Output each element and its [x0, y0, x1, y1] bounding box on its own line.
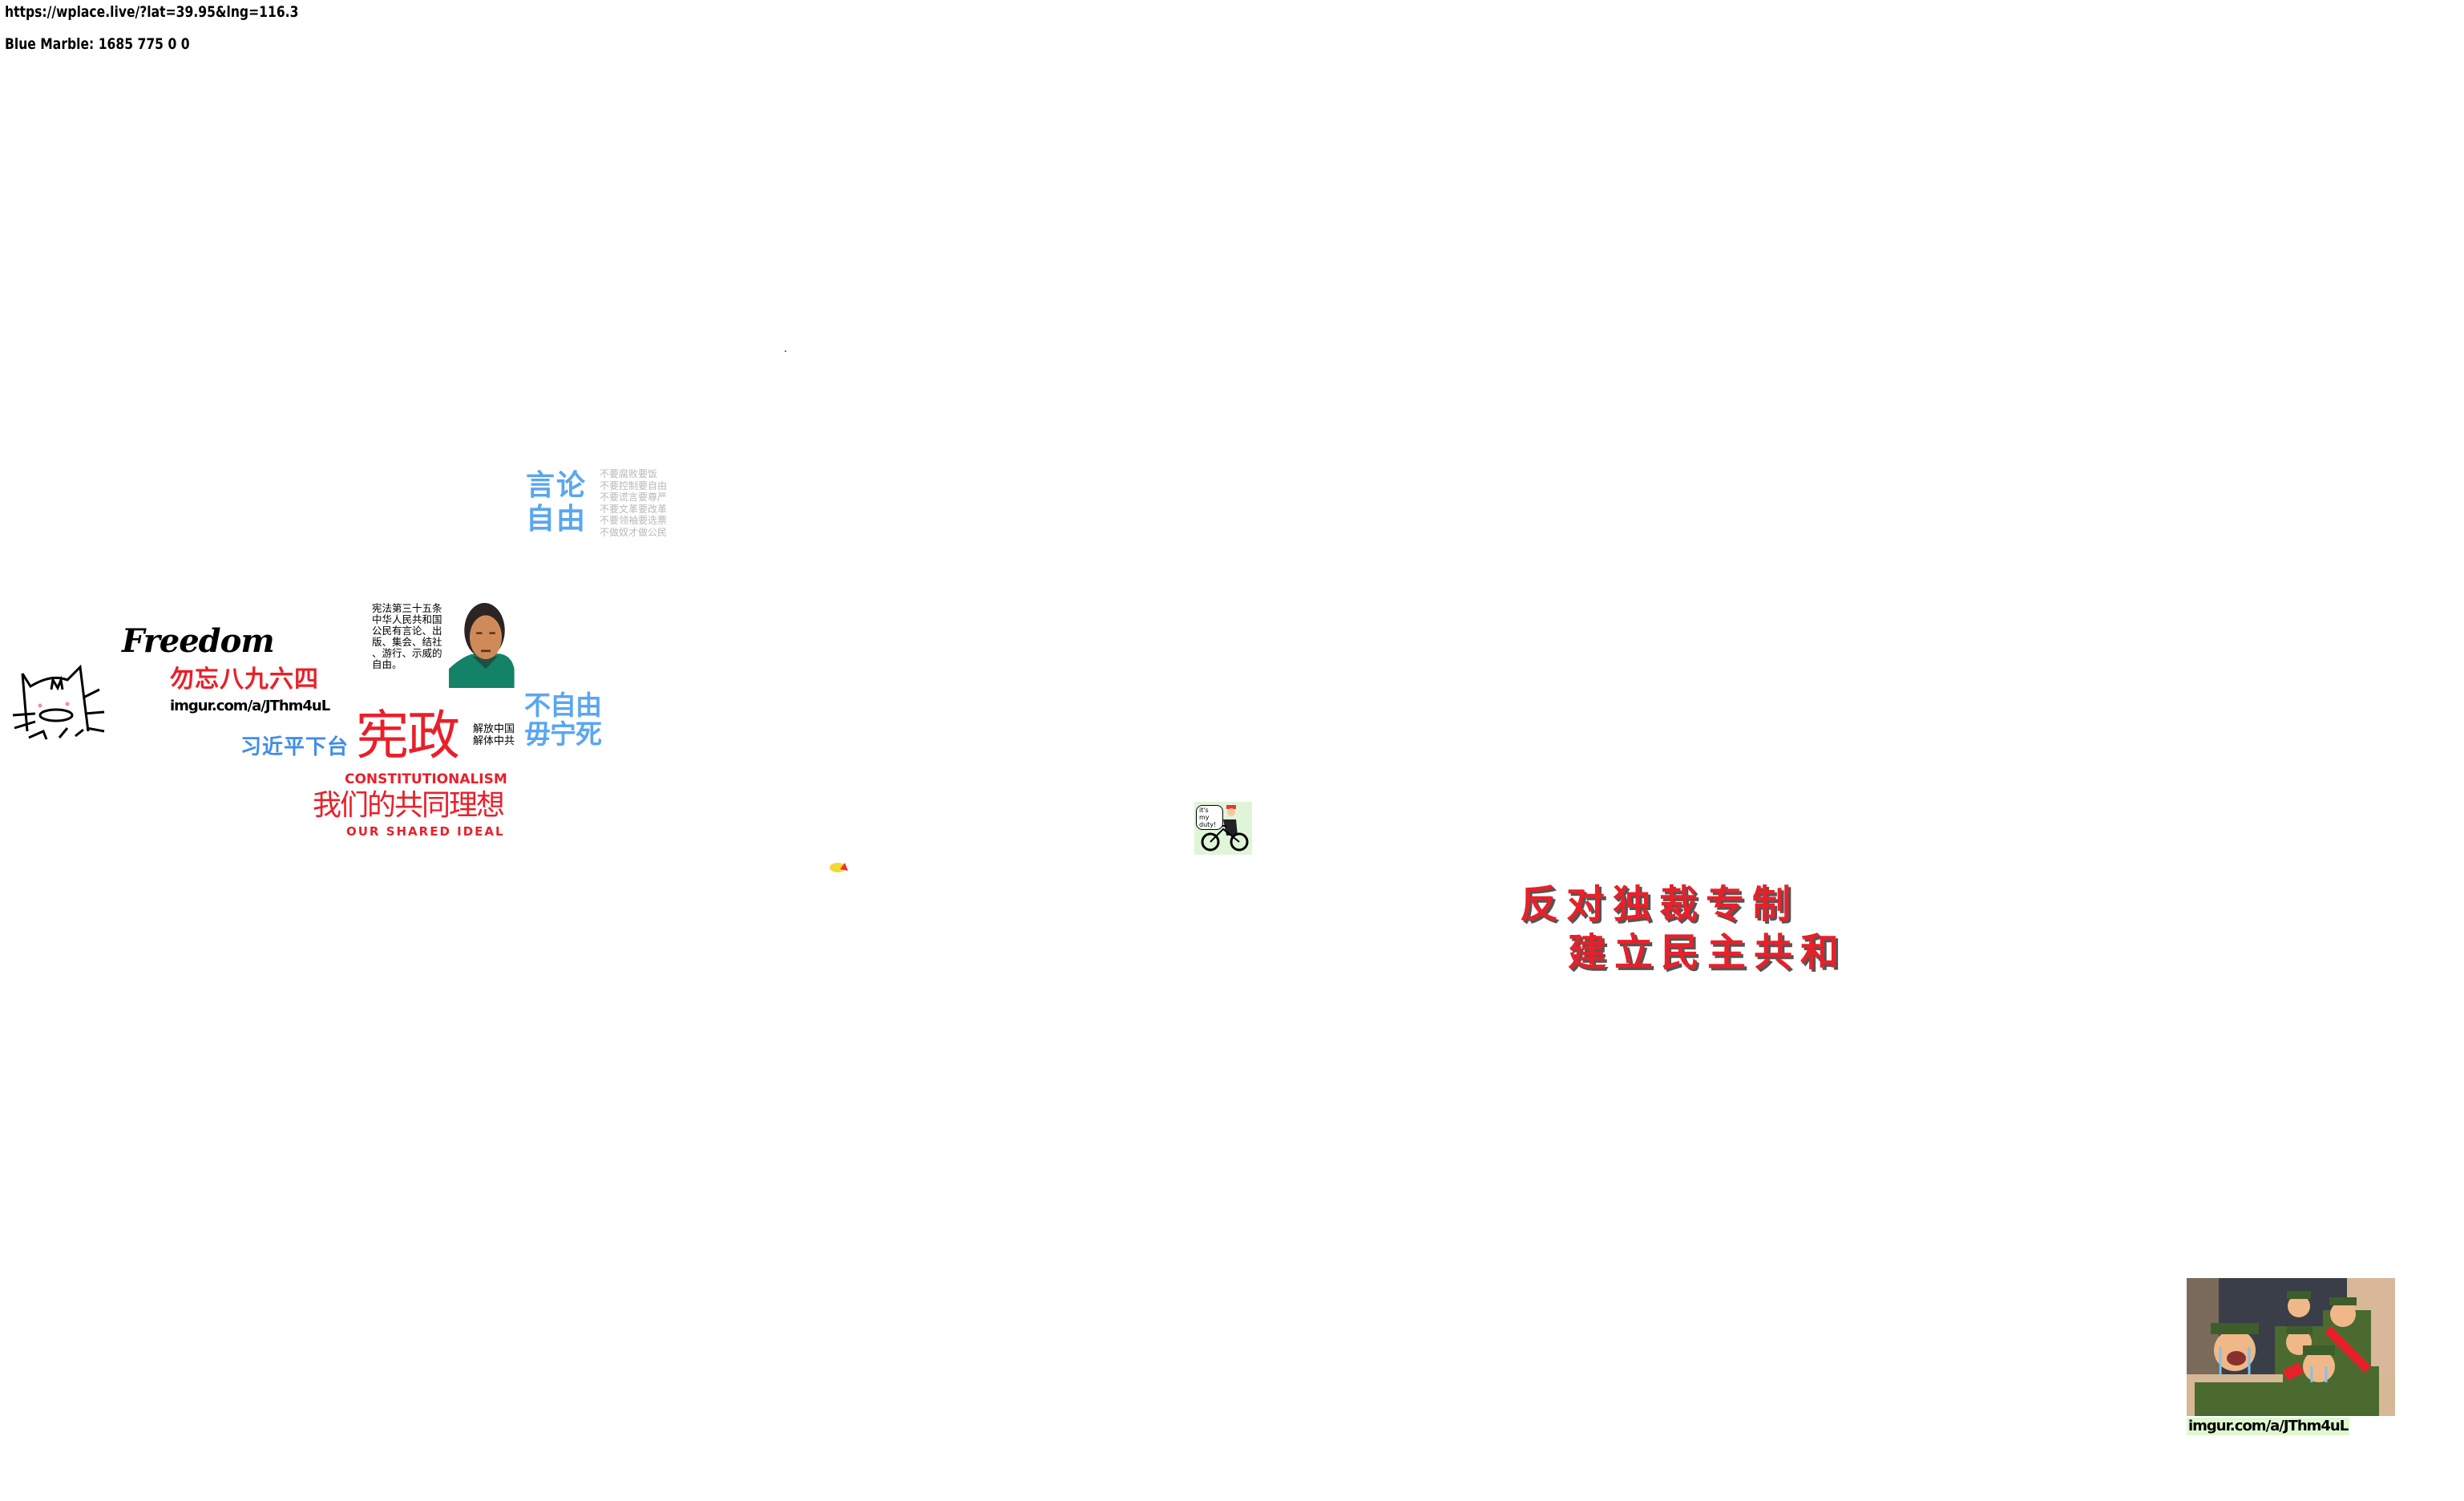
constitutionalism-text: CONSTITUTIONALISM: [345, 771, 507, 787]
pixel-dot: [785, 350, 786, 352]
duck-sprite-icon: [830, 863, 848, 872]
xianzheng-text: 宪政: [356, 705, 460, 767]
crying-soldiers-image: [2187, 1278, 2395, 1416]
liberate-china-text: 解放中国解体中共: [473, 723, 515, 747]
shared-ideal-en-text: OUR SHARED IDEAL: [346, 824, 505, 839]
constitution-article-text: 宪法第三十五条中华人民共和国公民有言论、出版、集会、结社、游行、示威的自由。: [372, 602, 442, 670]
liberty-or-death-text: 不自由毋宁死: [524, 690, 602, 750]
portrait-image: [449, 603, 515, 688]
imgur-link[interactable]: imgur.com/a/JThm4uL: [170, 698, 330, 714]
url-readout: https://wplace.live/?lat=39.95&lng=116.3: [5, 3, 299, 21]
bus-image-caption-link[interactable]: imgur.com/a/JThm4uL: [2187, 1418, 2350, 1435]
freedom-text: Freedom: [122, 622, 275, 660]
shared-ideal-cn-text: 我们的共同理想: [313, 789, 505, 822]
slogan-line-2: 建立民主共和: [1568, 930, 1848, 975]
cyclist-artwork: it's my duty!: [1194, 802, 1252, 855]
xi-step-down-text: 习近平下台: [240, 735, 349, 759]
bicycle-rider-icon: [1201, 805, 1249, 852]
speech-bubble: it's my duty!: [1196, 805, 1223, 830]
slogan-line-1: 反对独裁专制: [1520, 882, 1800, 927]
cat-drawing-icon: [12, 664, 105, 740]
free-speech-title: 言论自由: [526, 468, 588, 536]
tile-info-readout: Blue Marble: 1685 775 0 0: [5, 35, 190, 53]
never-forget-text: 勿忘八九六四: [170, 666, 319, 694]
free-speech-background-text: 不要腐败要饭不要控制要自由不要谎言要尊严不要文革要改革不要领袖要选票不做奴才做公…: [600, 468, 668, 538]
